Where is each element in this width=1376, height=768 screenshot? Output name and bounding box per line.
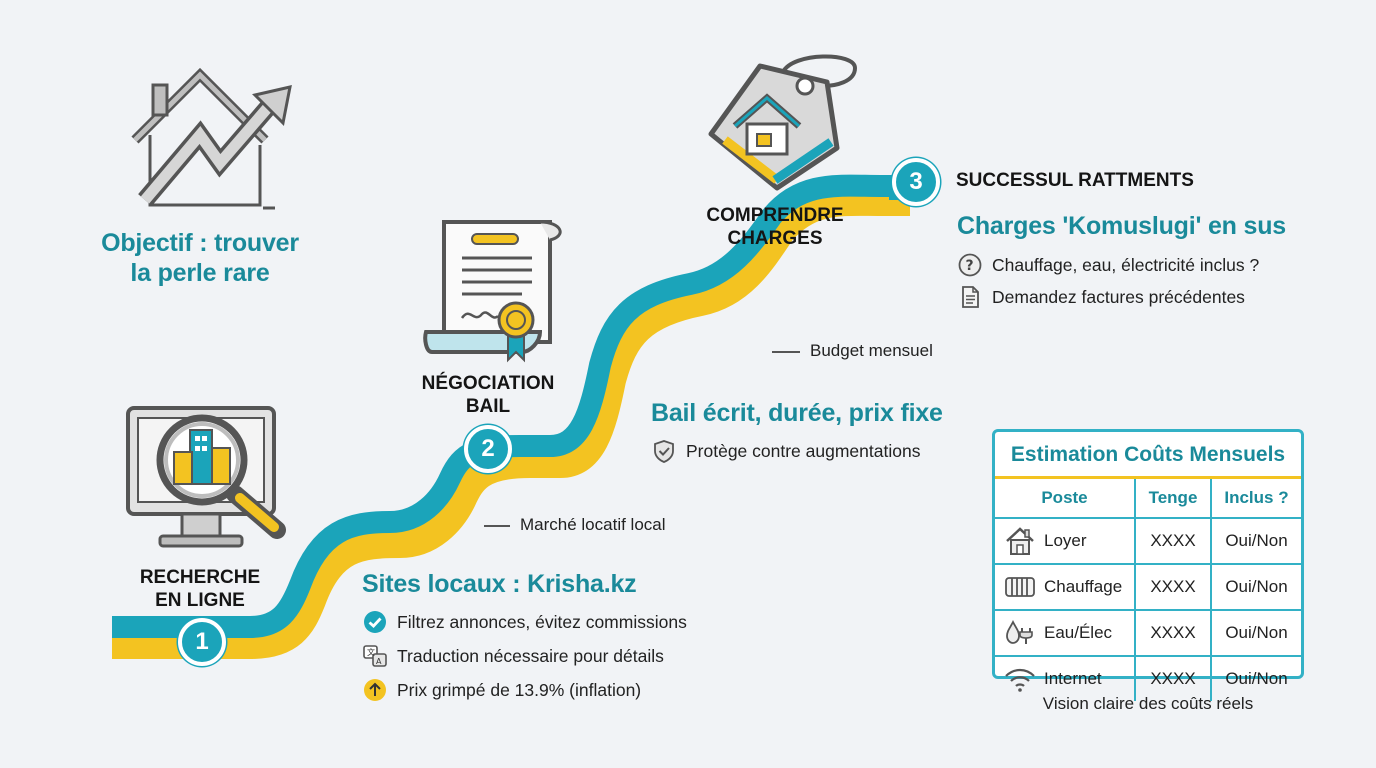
step-2-number: 2 <box>464 425 512 473</box>
table-header-row: Poste Tenge Inclus ? <box>995 479 1301 519</box>
table-cell-inclus: Oui/Non <box>1210 655 1301 701</box>
step-1-label-line2: EN LIGNE <box>155 590 245 611</box>
connector-line <box>484 525 510 527</box>
list-item: ? Chauffage, eau, électricité inclus ? <box>958 252 1259 278</box>
column-header-poste: Poste <box>995 479 1135 519</box>
step-2-label: NÉGOCIATION BAIL <box>398 372 578 418</box>
svg-text:A: A <box>376 657 382 666</box>
bullet-text: Filtrez annonces, évitez commissions <box>397 611 687 632</box>
step-3-label-line1: COMPRENDRE <box>706 205 844 226</box>
poste-label: Loyer <box>1044 531 1087 550</box>
water-plug-icon <box>1006 619 1033 644</box>
radiator-icon <box>1005 577 1035 597</box>
poste-label: Internet <box>1044 669 1102 688</box>
house-chart-icon <box>131 67 292 210</box>
svg-text:?: ? <box>966 258 974 274</box>
question-icon: ? <box>958 253 982 277</box>
table-cell-poste: Loyer <box>995 517 1135 564</box>
poste-label: Eau/Élec <box>1044 623 1113 642</box>
step-2-label-line1: NÉGOCIATION <box>421 373 555 394</box>
list-item: Filtrez annonces, évitez commissions <box>363 609 687 635</box>
cost-table-caption: Vision claire des coûts réels <box>1042 694 1254 713</box>
table-cell-inclus: Oui/Non <box>1210 563 1301 610</box>
column-header-tenge: Tenge <box>1134 479 1211 519</box>
wifi-icon <box>1005 668 1035 692</box>
list-item: Demandez factures précédentes <box>958 284 1259 310</box>
cost-table: Estimation Coûts Mensuels Poste Tenge In… <box>992 429 1304 701</box>
step-1-label-line1: RECHERCHE <box>139 567 261 588</box>
connector-market-label: Marché locatif local <box>520 515 666 534</box>
table-row: Chauffage XXXX Oui/Non <box>995 563 1301 610</box>
step-3-label: COMPRENDRE CHARGES <box>685 204 865 250</box>
svg-text:文: 文 <box>367 647 375 657</box>
table-cell-inclus: Oui/Non <box>1210 517 1301 564</box>
table-row: Eau/Élec XXXX Oui/Non <box>995 609 1301 656</box>
translate-icon: 文A <box>363 645 387 667</box>
table-row: Loyer XXXX Oui/Non <box>995 517 1301 564</box>
cost-table-grid: Poste Tenge Inclus ? Loyer XXXX Oui/Non … <box>995 479 1301 701</box>
table-cell-tenge: XXXX <box>1134 563 1211 610</box>
table-cell-poste: Eau/Élec <box>995 609 1135 656</box>
shield-icon <box>654 440 674 463</box>
bullet-text: Protège contre augmentations <box>686 440 921 461</box>
objective-title-line1: Objectif : trouver <box>101 229 299 257</box>
section-1-title: Sites locaux : Krisha.kz <box>362 570 637 598</box>
step-3-number: 3 <box>892 158 940 206</box>
document-icon <box>962 286 979 308</box>
table-row: Internet XXXX Oui/Non <box>995 655 1301 701</box>
contract-icon <box>423 220 562 363</box>
bullet-text: Traduction nécessaire pour détails <box>397 645 664 666</box>
bullet-text: Prix grimpé de 13.9% (inflation) <box>397 679 642 700</box>
house-icon <box>1006 527 1034 555</box>
step-2-label-line2: BAIL <box>465 396 511 417</box>
price-tag-icon <box>708 54 858 191</box>
arrow-up-icon <box>364 679 386 701</box>
table-cell-poste: Internet <box>995 655 1135 701</box>
connector-budget-label: Budget mensuel <box>810 341 933 360</box>
check-icon <box>364 611 386 633</box>
connector-line <box>772 351 800 353</box>
bullet-text: Chauffage, eau, électricité inclus ? <box>992 254 1260 275</box>
poste-label: Chauffage <box>1044 577 1123 596</box>
table-cell-tenge: XXXX <box>1134 655 1211 701</box>
section-3-bullets: ? Chauffage, eau, électricité inclus ? D… <box>958 252 1259 310</box>
objective-title: Objectif : trouver la perle rare <box>90 228 310 288</box>
section-2-bullets: Protège contre augmentations <box>652 438 920 464</box>
list-item: Prix grimpé de 13.9% (inflation) <box>363 677 687 703</box>
table-cell-poste: Chauffage <box>995 563 1135 610</box>
objective-title-line2: la perle rare <box>130 259 270 287</box>
section-3-header: SUCCESSUL RATTMENTS <box>956 170 1194 191</box>
step-1-label: RECHERCHE EN LIGNE <box>110 566 290 612</box>
list-item: Protège contre augmentations <box>652 438 920 464</box>
monitor-search-icon <box>126 406 286 548</box>
column-header-inclus: Inclus ? <box>1210 479 1301 519</box>
step-1-number: 1 <box>178 618 226 666</box>
table-cell-tenge: XXXX <box>1134 609 1211 656</box>
table-cell-tenge: XXXX <box>1134 517 1211 564</box>
cost-table-title: Estimation Coûts Mensuels <box>995 432 1301 479</box>
table-cell-inclus: Oui/Non <box>1210 609 1301 656</box>
bullet-text: Demandez factures précédentes <box>992 286 1245 307</box>
step-3-label-line2: CHARGES <box>727 228 823 249</box>
section-3-title: Charges 'Komuslugi' en sus <box>957 212 1286 240</box>
section-2-title: Bail écrit, durée, prix fixe <box>651 399 943 427</box>
